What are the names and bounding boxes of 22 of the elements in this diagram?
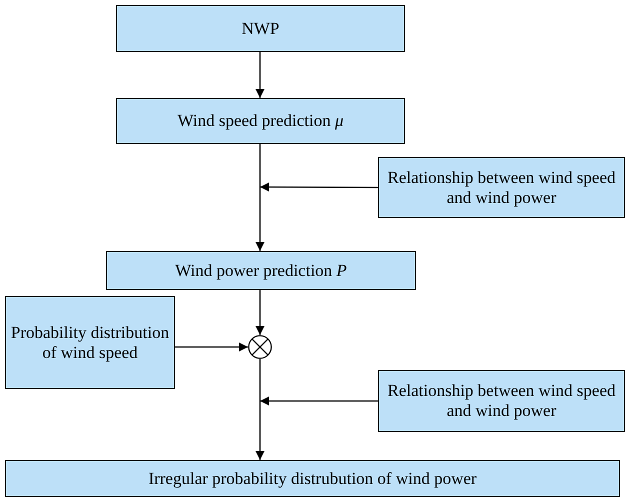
box-label: Wind speed prediction μ — [177, 111, 344, 131]
arrow — [260, 396, 378, 406]
multiply-circle — [248, 335, 272, 359]
process-box — [116, 98, 405, 144]
box-label: Wind power prediction P — [175, 260, 347, 280]
box-label: Irregular probability distrubution of wind power — [148, 468, 477, 488]
arrow — [256, 359, 264, 460]
arrow — [256, 144, 264, 251]
box-label: Probability distribution of wind speed — [10, 322, 170, 362]
arrow — [256, 52, 264, 98]
arrow — [175, 342, 248, 352]
process-box — [378, 370, 625, 432]
process-box — [106, 251, 416, 290]
process-box — [378, 157, 625, 218]
process-box — [5, 296, 175, 389]
process-box — [116, 5, 405, 52]
process-box — [5, 460, 620, 497]
arrow — [260, 182, 378, 192]
box-label: Relationship between wind speed and wind power — [386, 168, 617, 208]
box-label: NWP — [242, 18, 280, 38]
arrow — [256, 290, 264, 335]
box-label: Relationship between wind speed and wind power — [386, 381, 617, 421]
